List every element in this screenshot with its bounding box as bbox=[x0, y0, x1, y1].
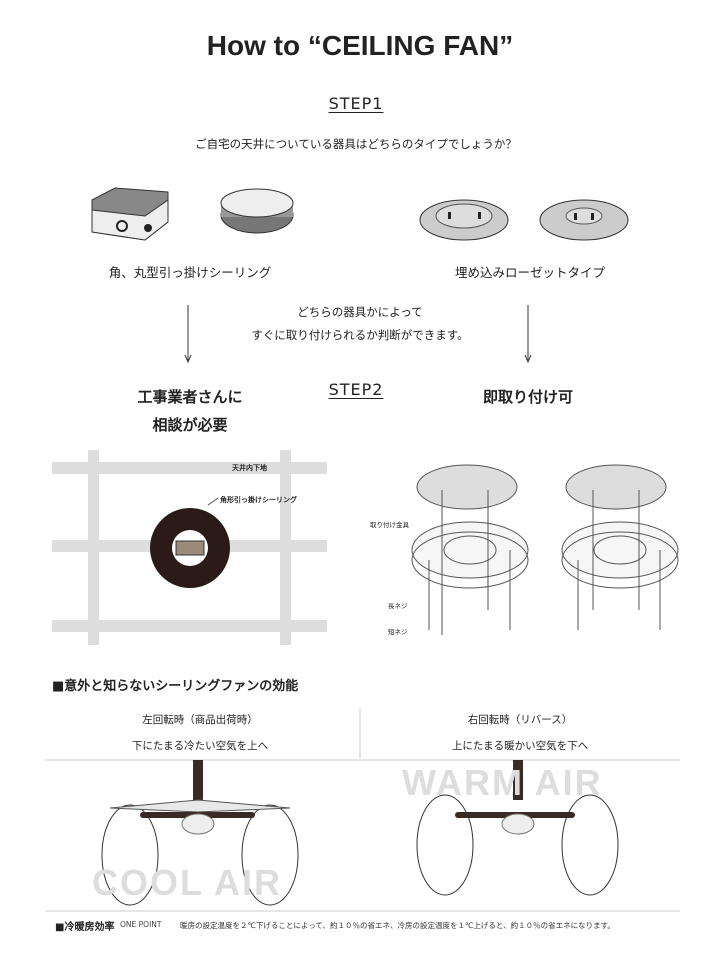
right-rotation-mode: 右回転時（リバース） bbox=[467, 714, 573, 726]
embedded-rosette-icon-1 bbox=[419, 199, 509, 241]
step2-label: STEP2 bbox=[328, 380, 384, 399]
install-immediately-text: 即取り付け可 bbox=[482, 388, 573, 406]
ceiling-base-label: 天井内下地 bbox=[232, 464, 267, 472]
left-rotation-desc: 下にたまる冷たい空気を上へ bbox=[131, 740, 269, 752]
cool-air-watermark: COOL AIR bbox=[92, 862, 283, 903]
warm-air-watermark: WARM AIR bbox=[402, 762, 603, 803]
needs-contractor-text-2: 相談が必要 bbox=[152, 416, 228, 434]
step1-label: STEP1 bbox=[328, 94, 384, 113]
middle-text-2: すぐに取り付けられるか判断ができます。 bbox=[251, 328, 469, 342]
fixture-type-label-rosette: 埋め込みローゼットタイプ bbox=[454, 265, 605, 280]
footer-subheading: ONE POINT bbox=[120, 920, 162, 929]
needs-contractor-text-1: 工事業者さんに bbox=[137, 388, 243, 406]
fixture-label: 角形引っ掛けシーリング bbox=[220, 496, 297, 504]
round-ceiling-plate bbox=[150, 497, 230, 588]
fixture-type-label-ceiling: 角、丸型引っ掛けシーリング bbox=[108, 265, 272, 280]
arrow-down-icon bbox=[524, 305, 532, 364]
right-rotation-desc: 上にたまる暖かい空気を下へ bbox=[451, 740, 589, 752]
footer-text: 暖房の設定温度を２℃下げることによって、約１０％の省エネ、冷房の設定温度を１℃上… bbox=[180, 921, 615, 930]
long-screw-label: 長ネジ bbox=[388, 602, 408, 610]
page-title: How to “CEILING FAN” bbox=[206, 30, 514, 61]
arrow-down-icon bbox=[184, 305, 192, 364]
ceiling-fan-warm-illustration bbox=[416, 760, 619, 896]
embedded-rosette-icon-2 bbox=[539, 199, 629, 241]
ceiling-fan-cool-illustration bbox=[101, 760, 299, 906]
square-ceiling-fixture-icon bbox=[91, 187, 169, 241]
round-ceiling-fixture-icon bbox=[220, 188, 294, 234]
short-screw-label: 短ネジ bbox=[388, 628, 408, 636]
middle-text-1: どちらの器具かによって bbox=[297, 305, 423, 319]
bracket-label: 取り付け金具 bbox=[370, 521, 409, 529]
footer-heading: ■冷暖房効率 bbox=[55, 922, 115, 933]
step1-question: ご自宅の天井についている器具はどちらのタイプでしょうか？ bbox=[195, 137, 517, 151]
rosette-mount-diagram-2 bbox=[561, 464, 679, 630]
rosette-mount-diagram-1 bbox=[411, 464, 529, 635]
benefits-heading: ■意外と知らないシーリングファンの効能 bbox=[52, 679, 299, 694]
left-rotation-mode: 左回転時（商品出荷時） bbox=[142, 714, 258, 726]
